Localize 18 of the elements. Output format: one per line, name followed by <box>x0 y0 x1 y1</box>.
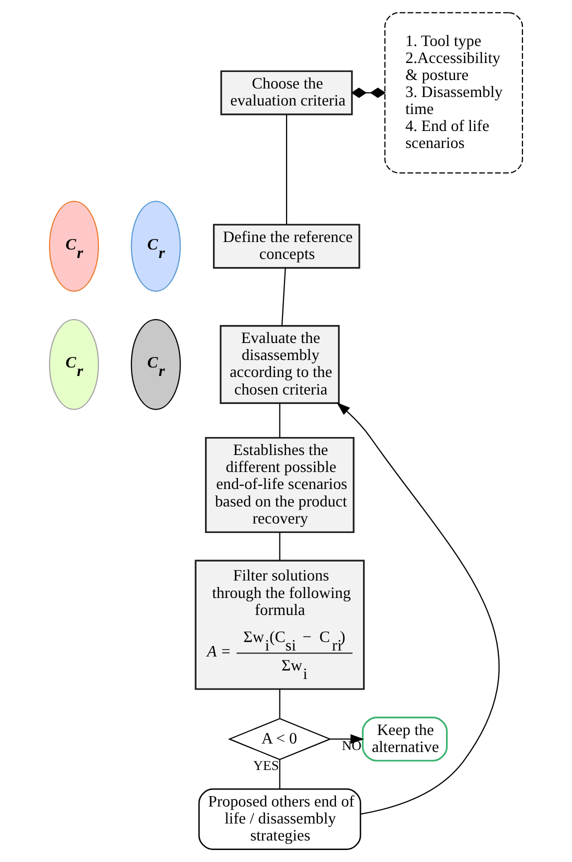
arrow <box>336 402 500 815</box>
connector <box>351 88 386 98</box>
node-box: Keep the alternative <box>362 716 448 762</box>
node-box: Establishes the different possible end-of-life scenarios based on the product recovery <box>205 436 354 534</box>
node-box: Define the reference concepts <box>212 224 360 269</box>
edge-label: YES <box>253 758 279 774</box>
node-box: Evaluate the disassembly according to the chosen criteria <box>220 325 340 404</box>
node-box: Proposed others end of life / disassembly strategies <box>198 788 362 850</box>
connector <box>279 403 280 438</box>
connector <box>279 760 280 789</box>
connector <box>279 689 280 718</box>
node-diamond: A < 0 <box>228 718 332 760</box>
arrow <box>330 734 364 744</box>
node-box: Choose the evaluation criteria <box>220 70 353 116</box>
connector <box>281 268 286 326</box>
connector <box>279 532 280 561</box>
node-box: 1. Tool type 2.Accessibility & posture 3. Disassembly time 4. End of life scenarios <box>384 12 524 174</box>
connector <box>286 114 288 224</box>
